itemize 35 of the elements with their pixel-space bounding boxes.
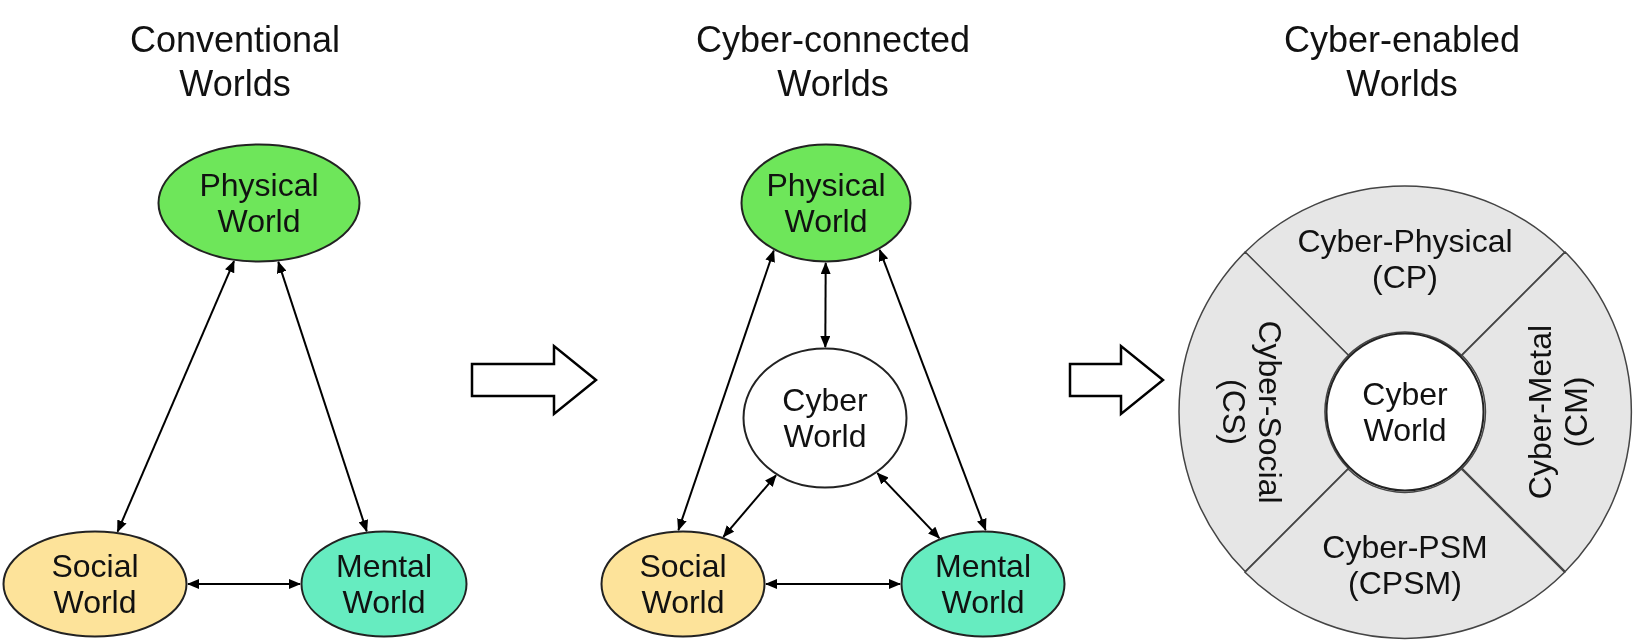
world-ellipse (742, 347, 908, 489)
world-label: Cyber World (1361, 376, 1449, 448)
world-ellipse (900, 530, 1066, 638)
double-arrow (116, 260, 235, 533)
center-circle (1325, 332, 1485, 492)
world-label: Mental World (334, 548, 433, 620)
world-label: Physical World (765, 167, 887, 239)
world-label: Social World (50, 548, 140, 620)
double-arrow (878, 248, 987, 531)
world-label: Social World (638, 548, 728, 620)
world-label: Physical World (198, 167, 320, 239)
ring-circle (1179, 186, 1631, 638)
world-label: Mental World (933, 548, 1032, 620)
panel-heading: Cyber-enabled Worlds (1282, 18, 1522, 106)
panel-heading: Conventional Worlds (128, 18, 342, 106)
sector-label: Cyber-Physical (CP) (1296, 223, 1514, 295)
double-arrow (277, 260, 368, 533)
world-ellipse (157, 143, 361, 263)
world-ellipse (2, 530, 188, 638)
world-ellipse (600, 530, 766, 638)
double-arrow (876, 472, 941, 540)
double-arrow (722, 474, 777, 538)
double-arrow (820, 262, 831, 348)
block-arrow (470, 343, 598, 417)
sector-label: Cyber-PSM (CPSM) (1321, 529, 1489, 601)
double-arrow (765, 579, 901, 589)
double-arrow (187, 579, 301, 589)
world-label: Cyber World (781, 382, 869, 454)
panel-heading: Cyber-connected Worlds (694, 18, 972, 106)
block-arrow (1068, 343, 1165, 417)
sector-label: Cyber-Metal (CM) (1522, 323, 1594, 502)
sector-label: Cyber-Social (CS) (1216, 319, 1288, 506)
world-ellipse (300, 530, 468, 638)
world-ellipse (740, 143, 912, 263)
double-arrow (677, 249, 775, 532)
